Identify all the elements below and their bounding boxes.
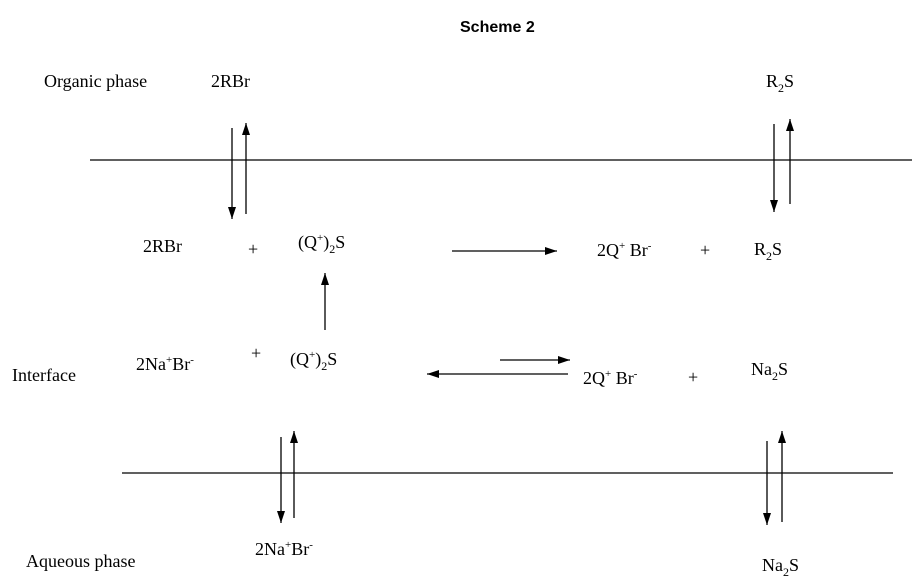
upper-plus-2: + xyxy=(700,240,711,260)
aqueous-nabr: 2Na+Br- xyxy=(255,539,313,559)
upper-plus-1: + xyxy=(248,239,259,259)
interface-product-na2s: Na2S xyxy=(751,359,789,383)
interface-product-qbr: 2Q+ Br- xyxy=(583,368,638,388)
interface-plus-2: + xyxy=(688,367,699,387)
interface-reactant-q2s: (Q+)2S xyxy=(290,349,338,373)
upper-product-r2s: R2S xyxy=(754,239,783,263)
upper-reactant-q2s: (Q+)2S xyxy=(298,232,346,256)
interface-label: Interface xyxy=(12,365,76,385)
organic-phase-label: Organic phase xyxy=(44,71,148,91)
organic-r2s: R2S xyxy=(766,71,795,95)
aqueous-na2s: Na2S xyxy=(762,555,800,579)
scheme-title: Scheme 2 xyxy=(460,19,535,36)
upper-product-qbr: 2Q+ Br- xyxy=(597,240,652,260)
aqueous-phase-label: Aqueous phase xyxy=(26,551,136,571)
interface-plus-1: + xyxy=(251,343,262,363)
interface-reactant-nabr: 2Na+Br- xyxy=(136,354,194,374)
organic-rbr: 2RBr xyxy=(211,71,251,91)
upper-reactant-rbr: 2RBr xyxy=(143,236,183,256)
